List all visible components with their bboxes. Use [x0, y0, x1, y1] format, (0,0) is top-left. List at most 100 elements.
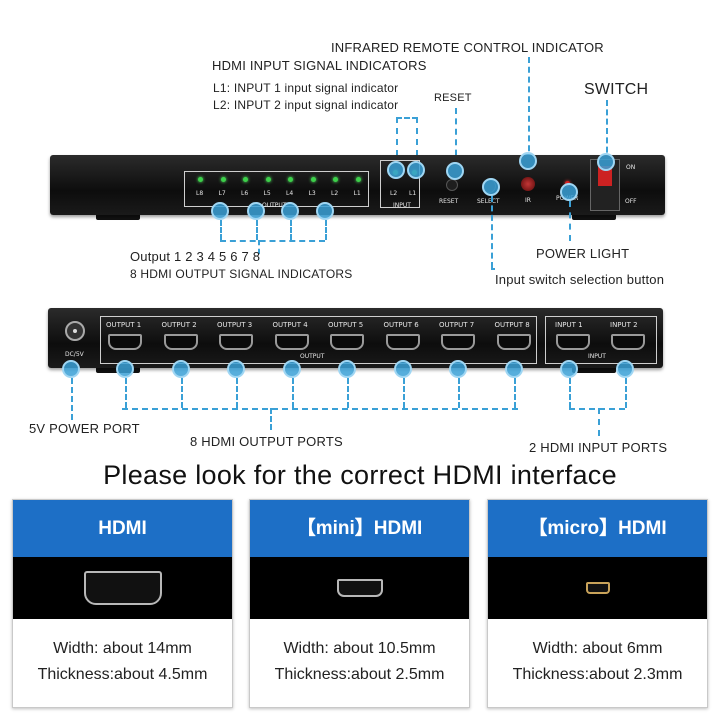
leader-output-port [236, 378, 238, 408]
reset-label: RESET [434, 92, 472, 104]
dot-dc [62, 360, 80, 378]
output-port-label: OUTPUT 5 [328, 321, 364, 329]
leader-output-led [325, 220, 327, 240]
output-port[interactable] [163, 334, 198, 350]
ir-text: IR [525, 197, 531, 204]
leader-power [569, 201, 571, 241]
dot-reset [446, 162, 464, 180]
select-button-text: SELECT [477, 198, 500, 205]
card-title: 【mini】HDMI [250, 500, 469, 557]
leader-input-l1 [416, 117, 418, 167]
l2-label: L2: INPUT 2 input signal indicator [213, 98, 399, 112]
card-micro-hdmi: 【micro】HDMI Width: about 6mm Thickness:a… [487, 499, 708, 708]
card-hdmi: HDMI Width: about 14mm Thickness:about 4… [12, 499, 233, 708]
output-port[interactable] [385, 334, 420, 350]
back-output-text: OUTPUT [300, 353, 325, 360]
leader-inputs-h [569, 408, 625, 410]
front-output-text: OUTPUT [262, 202, 287, 209]
output-led-text: L7 [218, 190, 226, 197]
leader-inputs-down [598, 408, 600, 436]
leader-output-led [220, 220, 222, 240]
ir-sensor [521, 177, 535, 191]
micro-hdmi-port-icon [585, 582, 610, 594]
output-port-box [100, 316, 537, 364]
output-led [198, 177, 203, 182]
switch-label: SWITCH [584, 81, 649, 98]
leader-output-led [256, 220, 258, 240]
output-port-label: OUTPUT 7 [439, 321, 475, 329]
input-led-box [380, 160, 420, 208]
output-ports-label: 8 HDMI OUTPUT PORTS [190, 434, 343, 449]
leader-output-bottom [220, 240, 325, 242]
card-thickness: Thickness:about 4.5mm [37, 666, 208, 683]
leader-output-port [513, 378, 516, 408]
output-led [220, 177, 226, 182]
output-port[interactable] [330, 334, 364, 350]
switch-on-half [598, 166, 612, 186]
card-thickness: Thickness:about 2.3mm [512, 666, 683, 683]
input-2-port[interactable] [611, 334, 645, 350]
card-width: Width: about 6mm [532, 640, 663, 657]
dot-output-port [282, 360, 301, 378]
card-connector-band [250, 557, 469, 619]
reset-button[interactable] [446, 179, 458, 191]
output-port-label: OUTPUT 1 [106, 321, 142, 329]
dot-output-port [116, 360, 134, 378]
leader-dc [71, 378, 73, 420]
headline: Please look for the correct HDMI interfa… [103, 460, 617, 490]
l1-label: L1: INPUT 1 input signal indicator [213, 81, 399, 95]
input-switch-label: Input switch selection button [495, 272, 665, 287]
output-led-text: L5 [263, 190, 271, 197]
front-foot-right [572, 214, 616, 220]
leader-select [491, 196, 493, 268]
leader-in1 [569, 378, 571, 408]
leader-outputs-down [270, 408, 272, 430]
leader-output-port [347, 378, 349, 408]
leader-output-port [458, 378, 460, 408]
output-led-text: L3 [308, 190, 316, 197]
input-1-label: INPUT 1 [555, 321, 583, 329]
output-port[interactable] [496, 334, 531, 350]
output-port[interactable] [108, 334, 142, 350]
leader-output-led [290, 220, 292, 240]
leader-input-bracket [396, 117, 418, 119]
card-connector-band [488, 557, 707, 619]
dot-output-led [247, 202, 265, 220]
dot-input-1 [560, 360, 578, 378]
dot-switch [597, 153, 615, 171]
output-led-text: L8 [196, 190, 204, 197]
dot-output-led [281, 202, 299, 220]
hdmi-input-signal-label: HDMI INPUT SIGNAL INDICATORS [212, 58, 427, 73]
leader-outputs-h [122, 408, 518, 410]
output-port-label: OUTPUT 2 [161, 321, 197, 329]
card-thickness: Thickness:about 2.5mm [274, 666, 445, 683]
output-port-label: OUTPUT 8 [494, 321, 530, 329]
leader-output-port [402, 378, 405, 408]
output-port[interactable] [274, 334, 309, 350]
dot-input-l1 [407, 161, 425, 179]
card-width: Width: about 10.5mm [283, 640, 436, 657]
output-port[interactable] [441, 334, 475, 350]
output-led [355, 177, 361, 182]
dot-select [482, 178, 500, 196]
dot-output-port [449, 360, 467, 378]
mini-hdmi-port-icon [336, 579, 383, 597]
output-port-label: OUTPUT 4 [272, 321, 308, 329]
off-text: OFF [625, 198, 637, 205]
output-port[interactable] [219, 334, 253, 350]
output-led [333, 177, 338, 182]
power-port-label: 5V POWER PORT [29, 421, 140, 436]
front-foot-left [96, 214, 140, 220]
card-width: Width: about 14mm [53, 640, 192, 657]
back-panel: DC/5V OUTPUT INPUT 1 INPUT 2 INPUT OUTPU… [48, 308, 663, 368]
input-ports-label: 2 HDMI INPUT PORTS [529, 440, 668, 455]
leader-output-port [180, 378, 183, 408]
input-led-l2-text: L2 [390, 190, 398, 197]
dot-power [560, 183, 578, 201]
leader-in2 [625, 378, 627, 408]
input-2-label: INPUT 2 [610, 321, 638, 329]
on-text: ON [626, 164, 636, 171]
input-1-port[interactable] [556, 334, 590, 350]
output-led [310, 177, 316, 182]
dc-power-jack[interactable] [65, 321, 85, 341]
